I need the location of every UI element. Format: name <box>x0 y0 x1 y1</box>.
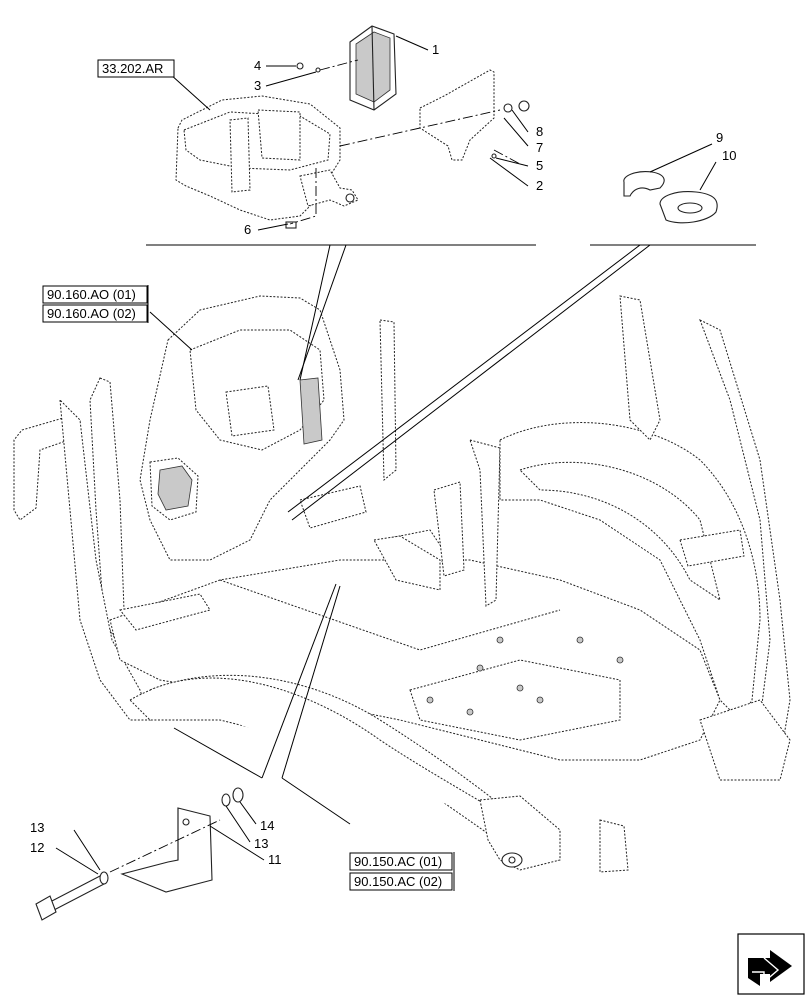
reference-90-150-ac-01[interactable]: 90.150.AC (01) <box>349 852 453 871</box>
callout-8: 8 <box>536 124 543 139</box>
callout-3: 3 <box>254 78 261 93</box>
callout-11: 11 <box>268 852 282 867</box>
callout-14: 14 <box>260 818 274 833</box>
svg-text:90.150.AC (01): 90.150.AC (01) <box>354 854 442 869</box>
next-page-arrow-icon[interactable] <box>737 933 805 995</box>
callout-9: 9 <box>716 130 723 145</box>
reference-33-202-ar[interactable]: 33.202.AR <box>97 59 175 78</box>
reference-90-160-ao-02[interactable]: 90.160.AO (02) <box>42 304 148 323</box>
callout-numbers: 1 2 3 4 5 6 7 8 9 10 11 12 13 13 14 <box>30 42 736 867</box>
grommet-detail <box>623 171 718 224</box>
svg-text:90.150.AC (02): 90.150.AC (02) <box>354 874 442 889</box>
callout-1: 1 <box>432 42 439 57</box>
callout-13-washer: 13 <box>254 836 268 851</box>
svg-text:33.202.AR: 33.202.AR <box>102 61 163 76</box>
leader-lines <box>55 35 717 875</box>
svg-text:90.160.AO (02): 90.160.AO (02) <box>47 306 136 321</box>
callout-7: 7 <box>536 140 543 155</box>
callout-2: 2 <box>536 178 543 193</box>
callout-10: 10 <box>722 148 736 163</box>
bracket-bolt-detail <box>35 787 244 921</box>
callout-12: 12 <box>30 840 44 855</box>
reference-90-150-ac-02[interactable]: 90.150.AC (02) <box>349 872 453 891</box>
callout-4: 4 <box>254 58 261 73</box>
console-bracket-detail <box>175 25 530 229</box>
reference-90-160-ao-01[interactable]: 90.160.AO (01) <box>42 285 148 304</box>
callout-6: 6 <box>244 222 251 237</box>
callout-13-bolt: 13 <box>30 820 44 835</box>
callout-5: 5 <box>536 158 543 173</box>
svg-text:90.160.AO (01): 90.160.AO (01) <box>47 287 136 302</box>
cab-floor-view <box>13 295 791 873</box>
